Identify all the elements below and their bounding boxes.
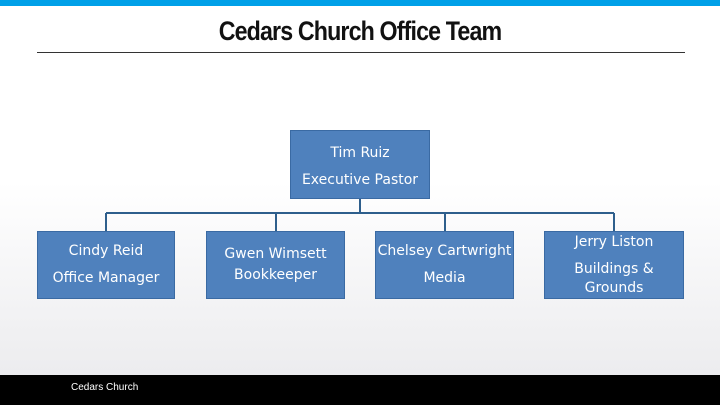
node-role-line-1: Buildings &: [574, 261, 654, 277]
org-node-buildings-grounds: Jerry Liston Buildings & Grounds: [544, 231, 684, 299]
node-name: Tim Ruiz: [330, 145, 390, 161]
node-name: Cindy Reid: [68, 243, 144, 259]
top-accent-bar: [0, 0, 720, 6]
org-node-executive-pastor: Tim Ruiz Executive Pastor: [290, 130, 430, 199]
node-name: Jerry Liston: [574, 234, 654, 250]
org-node-office-manager: Cindy Reid Office Manager: [37, 231, 175, 299]
node-name: Gwen Wimsett: [224, 246, 327, 262]
slide-title: Cedars Church Office Team: [218, 16, 502, 46]
org-node-media: Chelsey Cartwright Media: [375, 231, 514, 299]
footer-label: Cedars Church: [71, 382, 139, 393]
title-underline: [37, 52, 685, 53]
footer-bar: Cedars Church: [0, 375, 720, 405]
node-role: Executive Pastor: [301, 172, 419, 188]
org-node-bookkeeper: Gwen Wimsett Bookkeeper: [206, 231, 345, 299]
node-role: Media: [423, 270, 466, 286]
node-role: Bookkeeper: [234, 267, 317, 283]
node-role-line-2: Grounds: [584, 280, 644, 296]
node-role: Office Manager: [52, 270, 160, 286]
node-name: Chelsey Cartwright: [377, 243, 512, 259]
